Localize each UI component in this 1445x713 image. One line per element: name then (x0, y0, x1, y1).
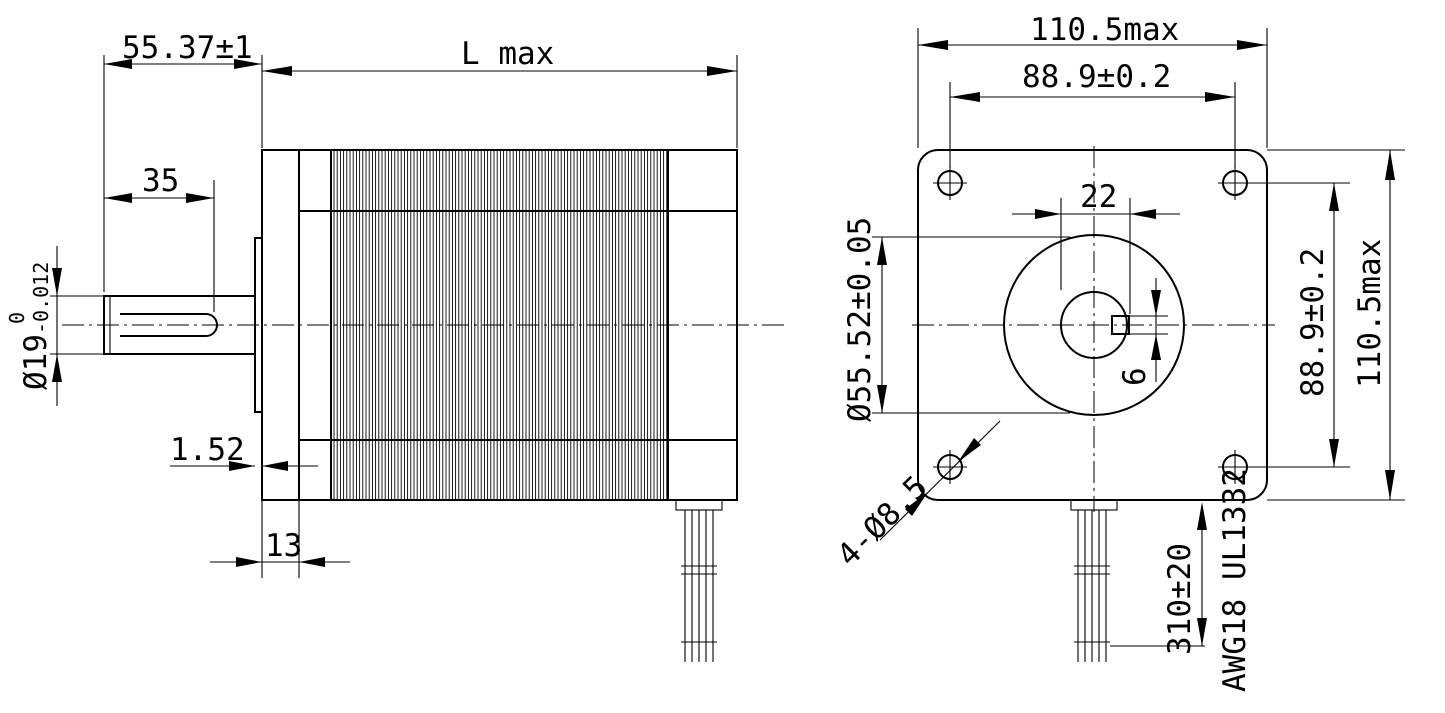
dim-lead-length: 310±20 (1162, 543, 1198, 655)
lead-wires-side (675, 499, 723, 662)
dim-body-length: L max (461, 36, 554, 72)
dim-shaft-tol-upper: 0 (5, 312, 29, 324)
dim-shaft-extension: 55.37±1 (122, 30, 253, 66)
dim-key-width: 22 (1080, 179, 1117, 215)
dim-hole-spacing-v: 88.9±0.2 (1295, 248, 1331, 397)
pilot-circle (1003, 234, 1185, 416)
dim-overall-height: 110.5max (1352, 239, 1388, 388)
mounting-holes (933, 166, 1252, 484)
dim-shaft-tol-lower: -0.012 (29, 262, 53, 334)
dim-key-length: 35 (142, 163, 179, 199)
wire-spec: AWG18 UL1332 (1217, 468, 1253, 692)
front-view: 110.5max 88.9±0.2 22 Ø55.52±0.05 6 (830, 12, 1405, 692)
shaft-circle (1060, 291, 1128, 359)
dim-pilot-diameter: Ø55.52±0.05 (842, 217, 878, 422)
dim-key-depth: 6 (1117, 367, 1153, 386)
dim-overall-width: 110.5max (1030, 12, 1179, 48)
dim-hole-spacing-h: 88.9±0.2 (1022, 59, 1171, 95)
dim-shaft-diameter: Ø19 (18, 334, 54, 390)
shaft-key (1111, 315, 1130, 335)
dim-pilot-height: 1.52 (170, 432, 245, 468)
dim-mounting-holes: 4-Ø8.5 (830, 469, 935, 574)
side-view: 55.37±1 L max 35 Ø19 -0.012 0 1.52 13 (5, 30, 788, 662)
dim-flange-thickness: 13 (265, 528, 302, 564)
lead-wires-front (1070, 499, 1205, 662)
